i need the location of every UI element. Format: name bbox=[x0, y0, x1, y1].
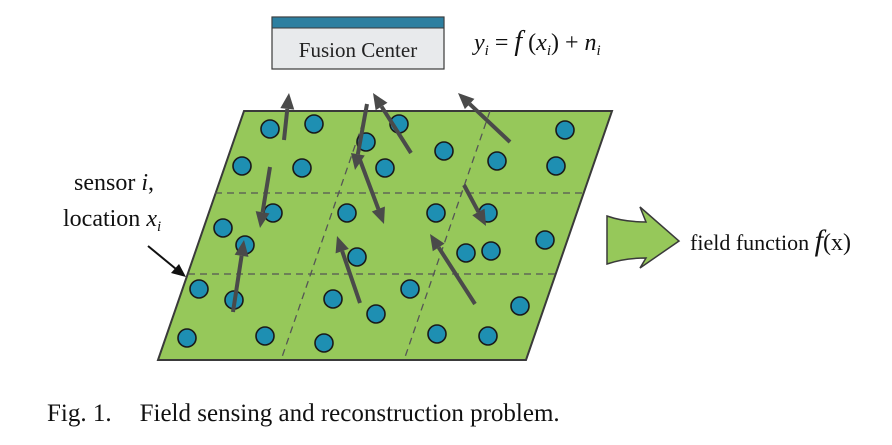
grid-line-diagonal-2 bbox=[403, 110, 491, 361]
sensor-node bbox=[478, 326, 498, 346]
sensor-pointer-line bbox=[147, 245, 177, 270]
sensor-node bbox=[189, 279, 209, 299]
sensor-node bbox=[337, 203, 357, 223]
sensor-node bbox=[232, 156, 252, 176]
arrow-head bbox=[234, 240, 249, 257]
arrow-head bbox=[472, 208, 486, 226]
arrow-head bbox=[430, 234, 445, 252]
arrow-head bbox=[373, 93, 388, 111]
arrow-shaft bbox=[468, 102, 512, 144]
sensor-annotation: sensor i, location xi bbox=[63, 170, 186, 277]
arrow-shaft bbox=[355, 103, 369, 155]
sensor-node bbox=[304, 114, 324, 134]
sensor-label: sensor i, bbox=[74, 170, 154, 196]
field-function-annotation: field function f(x) bbox=[606, 206, 851, 269]
arrow-head bbox=[371, 206, 385, 224]
fusion-center-header-bar bbox=[271, 16, 445, 29]
figure-number: Fig. 1. bbox=[47, 400, 112, 427]
arrow-head bbox=[335, 236, 349, 254]
sensor-node bbox=[347, 247, 367, 267]
sensor-node bbox=[555, 120, 575, 140]
sensor-node bbox=[535, 230, 555, 250]
sensor-node bbox=[456, 243, 476, 263]
sensor-pointer-head bbox=[171, 264, 186, 277]
arrow-head bbox=[255, 211, 270, 228]
sensor-node bbox=[177, 328, 197, 348]
field-function-label: field function f(x) bbox=[690, 224, 851, 257]
arrow-head bbox=[280, 93, 295, 110]
arrow-shaft bbox=[260, 166, 272, 213]
arrow-shaft bbox=[231, 255, 244, 313]
sensors bbox=[177, 114, 575, 353]
sensor-node bbox=[481, 241, 501, 261]
location-label: location xi bbox=[63, 206, 161, 235]
sensor-node bbox=[426, 203, 446, 223]
arrow-head bbox=[458, 93, 475, 110]
arrow-head bbox=[350, 153, 365, 170]
arrow-shaft bbox=[436, 246, 477, 306]
sensor-node bbox=[546, 156, 566, 176]
caption-text: Field sensing and reconstruction problem… bbox=[139, 400, 560, 427]
sensor-node bbox=[323, 289, 343, 309]
data-arrows bbox=[231, 93, 512, 313]
figure-caption: Fig. 1. Field sensing and reconstruction … bbox=[47, 400, 560, 428]
fusion-center-label: Fusion Center bbox=[299, 38, 417, 62]
arrow-shaft bbox=[340, 250, 362, 304]
sensor-node bbox=[292, 158, 312, 178]
field-grid bbox=[188, 110, 583, 361]
arrow-shaft bbox=[379, 105, 413, 155]
sensor-node bbox=[366, 304, 386, 324]
measurement-equation: yi = f (xi) + ni bbox=[472, 26, 601, 59]
sensor-node bbox=[510, 296, 530, 316]
sensor-node bbox=[487, 151, 507, 171]
grid-line-diagonal-1 bbox=[280, 110, 368, 361]
sensor-node bbox=[427, 324, 447, 344]
sensor-node bbox=[255, 326, 275, 346]
sensor-node bbox=[400, 279, 420, 299]
sensor-node bbox=[375, 158, 395, 178]
sensor-node bbox=[314, 333, 334, 353]
field-function-arrow bbox=[606, 206, 681, 269]
sensor-node bbox=[260, 119, 280, 139]
arrow-shaft bbox=[358, 159, 381, 210]
arrow-shaft bbox=[282, 108, 290, 141]
fusion-center: Fusion Center bbox=[271, 16, 445, 70]
sensor-node bbox=[213, 218, 233, 238]
sensor-node bbox=[434, 141, 454, 161]
arrow-shaft bbox=[462, 184, 481, 213]
